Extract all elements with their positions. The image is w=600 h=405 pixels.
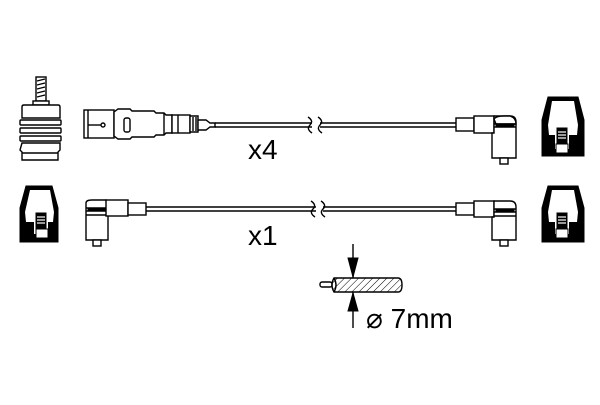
cable-row-2 [146, 200, 456, 218]
angled-plug-connector-icon [455, 115, 517, 165]
quantity-label-row-2: x1 [248, 220, 278, 251]
diameter-label: ⌀ 7mm [366, 303, 453, 334]
angled-plug-connector-icon [455, 200, 517, 247]
distributor-terminal-icon [19, 185, 59, 243]
spark-plug-boot-threaded-icon [19, 76, 62, 161]
quantity-label-row-1: x4 [248, 134, 278, 165]
distributor-terminal-icon [541, 96, 585, 157]
distributor-terminal-icon [541, 185, 585, 243]
straight-plug-connector-icon [83, 108, 216, 140]
cable-cross-section-icon [319, 244, 403, 328]
angled-plug-connector-icon [85, 199, 147, 247]
cable-row-1 [215, 116, 456, 134]
